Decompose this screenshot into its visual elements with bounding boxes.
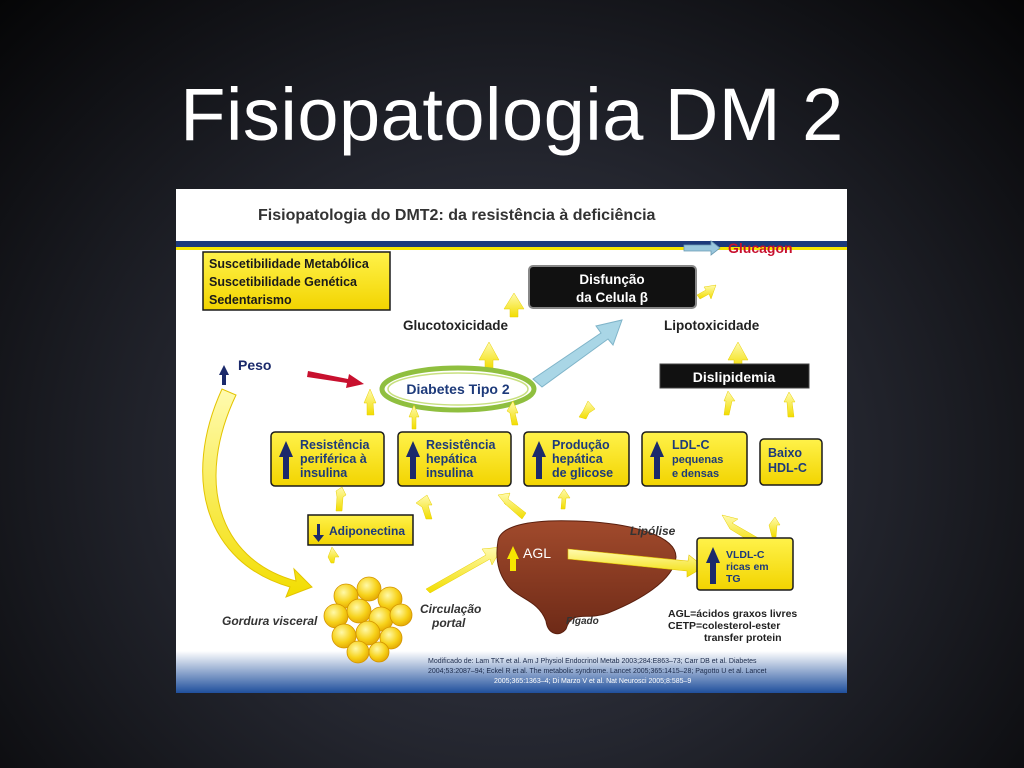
adiponectin-down-arrow [313,524,324,542]
diabetes-to-beta-arrow [532,319,623,388]
risk-factor-genetic: Suscetibilidade Genética [209,275,358,289]
vldl-line2: ricas em [726,561,769,573]
ldl-line1: LDL-C [672,438,710,452]
figure: Fisiopatologia do DMT2: da resistência à… [176,189,847,693]
weight-to-diabetes-arrow [307,371,364,388]
hepatic-resistance-line3: insulina [426,466,474,480]
portal-line2: portal [431,616,466,630]
risk-factors-box [202,251,391,311]
peripheral-line2: periférica à [300,452,367,466]
peripheral-line1: Resistência [300,438,371,452]
glucose-production-line3: de glicose [552,466,613,480]
glucagon-arrow [683,240,721,256]
title-band [176,189,847,241]
weight-up-arrow [219,365,229,385]
legend-agl: AGL=ácidos graxos livres [668,608,797,620]
glucotoxicity-label: Glucotoxicidade [403,318,509,333]
legend-cetp-cont: transfer protein [704,632,782,644]
vldl-up-arrow [706,547,720,584]
diabetes-label: Diabetes Tipo 2 [406,381,509,397]
vldl-line3: TG [726,573,741,585]
agl-to-vldl-arrow [567,548,705,578]
portal-line1: Circulação [420,602,481,616]
diabetes-ring [379,365,537,413]
agl-label: AGL [523,545,551,561]
visceral-fat-label: Gordura visceral [222,614,318,628]
figure-title: Fisiopatologia do DMT2: da resistência à… [258,207,656,224]
risk-factor-metabolic: Suscetibilidade Metabólica [209,257,370,271]
lipolysis-label: Lipólise [630,524,676,538]
box-hdl: Baixo HDL-C [759,438,823,486]
vldl-line1: VLDL-C [726,549,765,561]
lower-arrows [327,486,781,594]
reference-line2: 2004;53:2087–94; Eckel R et al. The meta… [428,668,766,675]
glucose-production-up-arrow [532,441,546,479]
weight-label: Peso [238,357,271,373]
hepatic-resistance-line1: Resistência [426,438,497,452]
peripheral-up-arrow [279,441,293,479]
legend-cetp: CETP=colesterol-ester [668,620,780,632]
beta-dysfunction-box [528,265,697,309]
ldl-line2: pequenas [672,454,723,466]
ldl-line3: e densas [672,468,719,480]
dyslipidemia-box [659,363,810,389]
hepatic-resistance-up-arrow [406,441,420,479]
adiponectin-box [307,514,414,546]
box-up-arrows [363,388,796,430]
box-glucose-production: Produção hepática de glicose [523,431,630,487]
hdl-line2: HDL-C [768,461,807,475]
slide-title: Fisiopatologia DM 2 [180,73,844,156]
ldl-up-arrow [650,441,664,479]
title-rule-yellow [176,247,847,250]
hdl-line1: Baixo [768,446,802,460]
title-rule-blue [176,241,847,247]
liver-shape [496,520,677,635]
diagram-svg: Fisiopatologia do DMT2: da resistência à… [176,189,847,693]
beta-dysfunction-line2: da Celula β [576,290,648,305]
visceral-fat-cluster [323,576,413,664]
reference-line1: Modificado de: Lam TKT et al. Am J Physi… [428,658,757,665]
dyslipidemia-label: Dislipidemia [693,369,776,385]
hepatic-resistance-line2: hepática [426,452,478,466]
glucose-production-line1: Produção [552,438,610,452]
risk-factor-sedentary: Sedentarismo [209,293,292,307]
adiponectin-label: Adiponectina [329,524,405,538]
box-ldl: LDL-C pequenas e densas [641,431,748,487]
bottom-band [176,651,847,693]
box-peripheral-resistance: Resistência periférica à insulina [270,431,385,487]
vldl-box [696,537,794,591]
agl-up-arrow [507,546,519,571]
glucagon-label: Glucagon [728,240,793,256]
diabetes-ring-inner [387,372,529,406]
toxicity-arrows [478,284,749,370]
peripheral-line3: insulina [300,466,348,480]
liver-label: Fígado [566,616,599,627]
lipotoxicity-label: Lipotoxicidade [664,318,760,333]
glucose-production-line2: hepática [552,452,604,466]
beta-dysfunction-line1: Disfunção [579,272,644,287]
box-hepatic-resistance: Resistência hepática insulina [397,431,512,487]
weight-to-fat-curved-arrow [202,388,313,598]
reference-line3: 2005;365:1363–4; Di Marzo V et al. Nat N… [494,678,691,685]
